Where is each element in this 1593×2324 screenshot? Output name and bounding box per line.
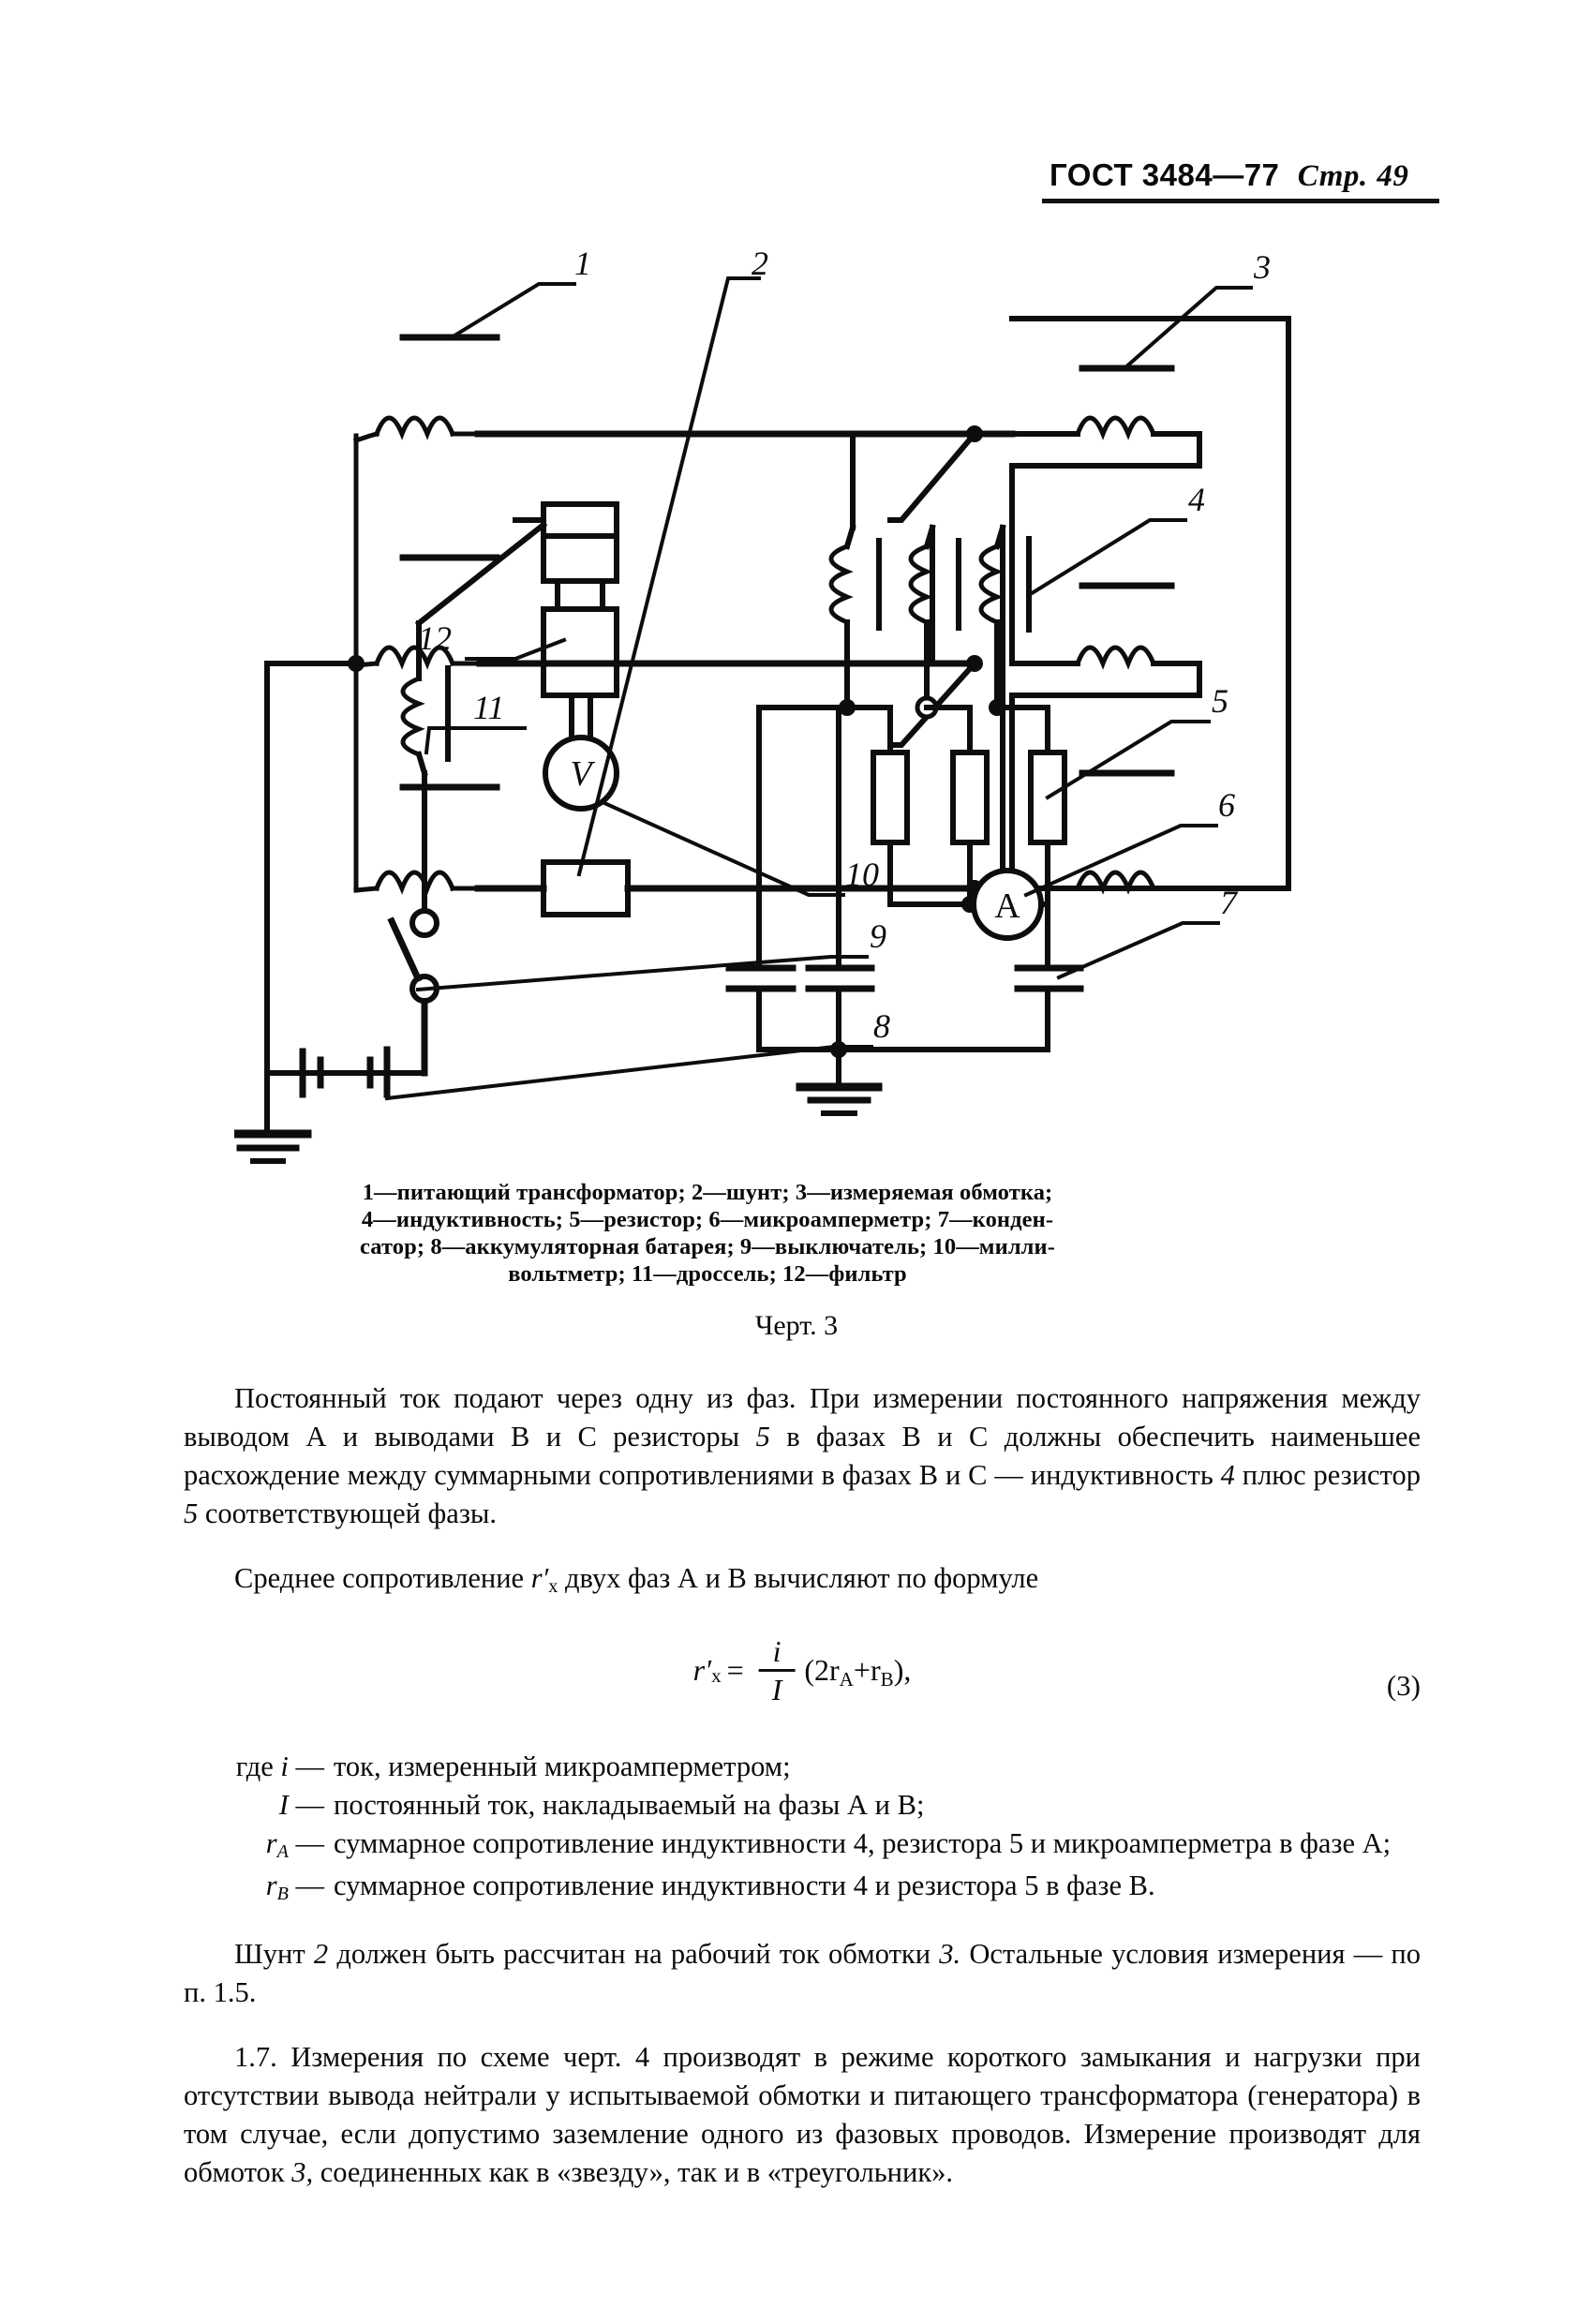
running-head-text: ГОСТ 3484—77 Стр. 49 bbox=[1050, 157, 1409, 193]
callout-3: 3 bbox=[1253, 248, 1271, 286]
shunt-symbol bbox=[541, 859, 631, 917]
formula-row: r′х = i I (2rА+rВ), (3) bbox=[184, 1630, 1421, 1733]
header-rule bbox=[1042, 199, 1439, 203]
definition-row-1: I — постоянный ток, накладываемый на фаз… bbox=[184, 1786, 1421, 1825]
caption-line-3: сатор; 8—аккумуляторная батарея; 9—выклю… bbox=[360, 1234, 1055, 1259]
circuit-diagram-figure: V A 1 2 3 4 5 6 7 8 9 10 11 12 bbox=[234, 248, 1359, 1185]
formula-equals: = bbox=[726, 1653, 744, 1687]
definition-key-2: rА — bbox=[265, 1827, 324, 1863]
circuit-schematic: V A 1 2 3 4 5 6 7 8 9 10 11 12 bbox=[234, 248, 1291, 1164]
callout-4: 4 bbox=[1188, 481, 1205, 518]
formula-lhs-sub: х bbox=[711, 1663, 722, 1687]
formula-lhs: r′ bbox=[692, 1653, 712, 1687]
paragraph-1: Постоянный ток подают через одну из фаз.… bbox=[184, 1382, 1421, 1529]
choke-symbol bbox=[400, 520, 548, 851]
capacitor-symbols bbox=[725, 705, 1084, 1052]
battery-symbol bbox=[299, 1046, 427, 1098]
figure-number-label: Черт. 3 bbox=[754, 1310, 839, 1341]
definition-value-3: суммарное сопротивление индуктивности 4 … bbox=[334, 1870, 1155, 1901]
callout-9: 9 bbox=[870, 917, 886, 955]
callout-6: 6 bbox=[1218, 786, 1235, 824]
callout-7: 7 bbox=[1220, 884, 1239, 921]
formula-fraction: i I bbox=[758, 1634, 796, 1706]
definition-row-0: где i — ток, измеренный микроамперметром… bbox=[184, 1748, 1421, 1786]
body-text: Постоянный ток подают через одну из фаз.… bbox=[184, 1379, 1421, 2192]
page-number: 49 bbox=[1377, 159, 1409, 193]
callout-12: 12 bbox=[418, 619, 452, 657]
measured-winding-symbol bbox=[887, 316, 1291, 895]
callout-8: 8 bbox=[873, 1007, 890, 1045]
callout-2: 2 bbox=[752, 248, 768, 282]
microammeter-label: A bbox=[994, 886, 1020, 926]
microammeter-symbol bbox=[971, 868, 1044, 941]
page-label: Стр. bbox=[1297, 159, 1368, 193]
callout-11: 11 bbox=[473, 689, 504, 726]
formula-denominator: I bbox=[771, 1673, 782, 1706]
voltmeter-label: V bbox=[570, 754, 595, 794]
formula-rhs-open: (2rА+rВ), bbox=[804, 1653, 912, 1691]
definition-value-0: ток, измеренный микроамперметром; bbox=[334, 1750, 791, 1782]
standard-number: ГОСТ 3484—77 bbox=[1050, 157, 1280, 192]
formula-number: (3) bbox=[1386, 1669, 1421, 1702]
dc-injection-branch bbox=[264, 661, 424, 1137]
callout-1: 1 bbox=[574, 248, 591, 282]
running-head: ГОСТ 3484—77 Стр. 49 bbox=[1050, 157, 1443, 194]
earth-ground-symbol-right bbox=[796, 1047, 883, 1116]
paragraph-3: Шунт 2 должен быть рассчитан на рабочий … bbox=[184, 1938, 1421, 2008]
paragraph-4: 1.7. Измерения по схеме черт. 4 производ… bbox=[184, 2041, 1421, 2188]
caption-line-4: вольтметр; 11—дроссель; 12—фильтр bbox=[508, 1261, 907, 1287]
definition-value-1: постоянный ток, накладываемый на фазы А … bbox=[334, 1789, 925, 1821]
definition-key-1: I — bbox=[278, 1789, 324, 1821]
phase-conductors bbox=[474, 430, 978, 892]
filter-symbol bbox=[513, 501, 619, 741]
fraction-bar bbox=[758, 1669, 796, 1672]
earth-ground-symbol-left bbox=[234, 1129, 312, 1164]
callout-10: 10 bbox=[845, 856, 879, 893]
caption-line-2: 4—индуктивность; 5—резистор; 6—микроампе… bbox=[361, 1207, 1054, 1232]
caption-line-1: 1—питающий трансформатор; 2—шунт; 3—изме… bbox=[362, 1180, 1053, 1205]
definition-row-2: rА — суммарное сопротивление индуктивнос… bbox=[184, 1825, 1421, 1867]
definition-key-3: rВ — bbox=[265, 1870, 324, 1905]
definition-key-0: где i — bbox=[235, 1750, 324, 1782]
callout-leaders bbox=[384, 276, 1253, 1101]
definition-value-2: суммарное сопротивление индуктивности 4,… bbox=[334, 1827, 1392, 1859]
resistor-symbols bbox=[756, 705, 1067, 907]
figure-caption: 1—питающий трансформатор; 2—шунт; 3—изме… bbox=[333, 1179, 1082, 1288]
symbol-definitions-list: где i — ток, измеренный микроамперметром… bbox=[184, 1748, 1421, 1909]
definition-row-3: rВ — суммарное сопротивление индуктивнос… bbox=[184, 1867, 1421, 1909]
formula-3: r′х = i I (2rА+rВ), bbox=[693, 1635, 912, 1706]
paragraph-2: Среднее сопротивление r′х двух фаз А и В… bbox=[234, 1562, 1039, 1598]
callout-5: 5 bbox=[1212, 682, 1228, 720]
formula-numerator: i bbox=[772, 1634, 782, 1668]
